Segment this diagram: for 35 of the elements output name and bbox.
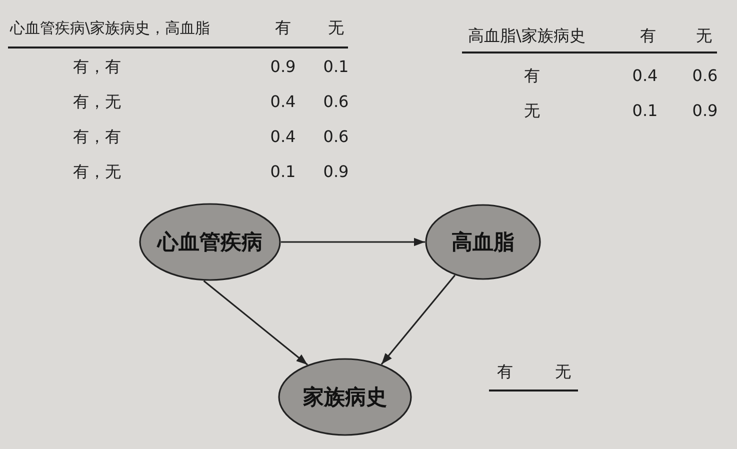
table-cell: 有，有: [73, 128, 121, 146]
table-header: 无: [328, 19, 344, 37]
table-cell: 0.9: [323, 163, 349, 181]
table-cell: 0.9: [692, 102, 718, 120]
table-cell: 有，有: [73, 58, 121, 76]
table-cell: 0.1: [270, 163, 296, 181]
node-label: 心血管疾病: [158, 230, 262, 254]
table-cell: 0.4: [270, 128, 296, 146]
table-header: 高血脂\家族病史: [468, 27, 586, 45]
arrow: [203, 280, 308, 366]
table-cell: 0.6: [323, 128, 349, 146]
arrow: [380, 274, 456, 365]
table-cell: 0.4: [632, 67, 658, 85]
table-cell: 有: [524, 67, 540, 85]
ellipse-node: [425, 204, 541, 280]
table-cell: 0.1: [632, 102, 658, 120]
table-cell: 0.4: [270, 93, 296, 111]
table-cell: 有，无: [73, 93, 121, 111]
node-label: 高血脂: [452, 230, 514, 254]
arrow: [281, 238, 425, 246]
table-cell: 0.6: [692, 67, 718, 85]
table-cell: 0.1: [323, 58, 349, 76]
table-header: 有: [640, 27, 656, 45]
table-cell: 0.9: [270, 58, 296, 76]
ellipse-node: [278, 358, 412, 436]
table-header: 心血管疾病\家族病史，高血脂: [10, 19, 210, 37]
table-cell: 0.6: [323, 93, 349, 111]
node-label: 家族病史: [303, 385, 387, 409]
table-header: 有: [275, 19, 291, 37]
table-cell: 有，无: [73, 163, 121, 181]
table-header: 有: [497, 363, 513, 381]
table-header: 无: [696, 27, 712, 45]
ellipse-node: [139, 203, 281, 281]
table-cell: 无: [524, 102, 540, 120]
table-header: 无: [555, 363, 571, 381]
